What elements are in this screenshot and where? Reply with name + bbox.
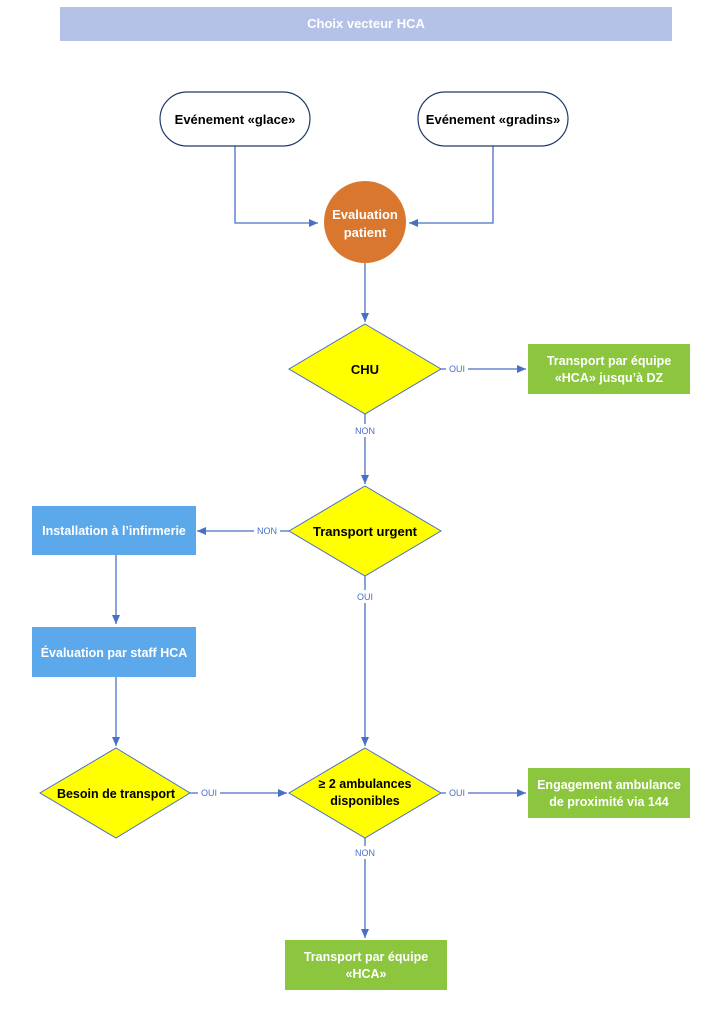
decision-ambulances-line2: disponibles [330, 794, 400, 808]
edge-label-urgent-oui: OUI [357, 592, 373, 602]
node-engagement-ambulance: Engagement ambulance de proximité via 14… [528, 768, 690, 818]
decision-besoin-transport: Besoin de transport [39, 747, 191, 839]
node-evaluation-staff: Évaluation par staff HCA [32, 627, 196, 677]
edge-glace-to-evaluation [234, 146, 318, 227]
node-evaluation-patient-line2: patient [344, 225, 387, 240]
decision-chu-label: CHU [351, 362, 379, 377]
node-evaluation-staff-label: Évaluation par staff HCA [41, 645, 188, 660]
edge-label-besoin-oui: OUI [201, 788, 217, 798]
title-bar: Choix vecteur HCA [60, 7, 672, 41]
node-event-glace: Evénement «glace» [159, 91, 311, 147]
node-evaluation-patient: Evaluation patient [324, 181, 406, 263]
node-transport-hca-dz: Transport par équipe «HCA» jusqu’à DZ [528, 344, 690, 394]
edge-labels: OUI NON NON OUI OUI OUI NON [198, 362, 468, 859]
node-engagement-ambulance-line2: de proximité via 144 [549, 795, 669, 809]
node-transport-hca: Transport par équipe «HCA» [285, 940, 447, 990]
node-installation-infirmerie: Installation à l’infirmerie [32, 506, 196, 555]
edge-gradins-to-evaluation [409, 146, 494, 227]
node-event-glace-label: Evénement «glace» [175, 112, 296, 127]
node-installation-infirmerie-label: Installation à l’infirmerie [42, 524, 186, 538]
node-transport-hca-line1: Transport par équipe [304, 950, 428, 964]
diagram-title: Choix vecteur HCA [307, 16, 425, 31]
node-event-gradins: Evénement «gradins» [417, 91, 569, 147]
edge-label-urgent-non: NON [257, 526, 277, 536]
edge-label-ambulances-oui: OUI [449, 788, 465, 798]
decision-transport-urgent: Transport urgent [288, 485, 442, 577]
edge-label-chu-non: NON [355, 426, 375, 436]
node-transport-hca-dz-line2: «HCA» jusqu’à DZ [555, 371, 664, 385]
decision-ambulances: ≥ 2 ambulances disponibles [288, 747, 442, 839]
node-transport-hca-dz-line1: Transport par équipe [547, 354, 671, 368]
decision-besoin-transport-label: Besoin de transport [57, 787, 176, 801]
node-event-gradins-label: Evénement «gradins» [426, 112, 560, 127]
decision-transport-urgent-label: Transport urgent [313, 524, 418, 539]
connectors [112, 146, 526, 938]
node-engagement-ambulance-line1: Engagement ambulance [537, 778, 681, 792]
decision-ambulances-line1: ≥ 2 ambulances [318, 777, 411, 791]
decision-chu: CHU [288, 323, 442, 415]
node-transport-hca-line2: «HCA» [346, 967, 387, 981]
edge-label-chu-oui: OUI [449, 364, 465, 374]
node-evaluation-patient-line1: Evaluation [332, 207, 398, 222]
edge-label-ambulances-non: NON [355, 848, 375, 858]
